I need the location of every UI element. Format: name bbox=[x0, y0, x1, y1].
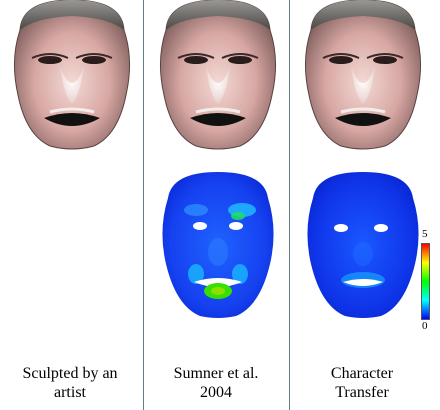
monkey-face-sumner bbox=[159, 0, 277, 150]
caption-artist-line-1: Sculpted by an bbox=[22, 365, 118, 382]
caption-sumner-line-1: Sumner et al. bbox=[173, 365, 259, 382]
caption-artist: Sculpted by an artist bbox=[5, 364, 135, 402]
column-divider-1 bbox=[143, 0, 144, 410]
caption-character-transfer-line-2: Transfer bbox=[335, 384, 389, 401]
error-colorbar bbox=[421, 243, 430, 320]
colorbar-min-label: 0 bbox=[422, 320, 428, 332]
caption-artist-line-2: artist bbox=[54, 384, 86, 401]
caption-character-transfer-line-1: Character bbox=[330, 365, 394, 382]
caption-character-transfer: Character Transfer bbox=[297, 364, 427, 402]
caption-sumner: Sumner et al. 2004 bbox=[151, 364, 281, 402]
column-divider-2 bbox=[289, 0, 290, 410]
monkey-face-character-transfer bbox=[304, 0, 422, 150]
colorbar-max-label: 5 bbox=[422, 228, 428, 240]
monkey-face-artist bbox=[13, 0, 131, 150]
error-heatmap-sumner bbox=[162, 172, 274, 318]
error-heatmap-character-transfer bbox=[307, 172, 419, 318]
caption-sumner-line-2: 2004 bbox=[200, 384, 232, 401]
